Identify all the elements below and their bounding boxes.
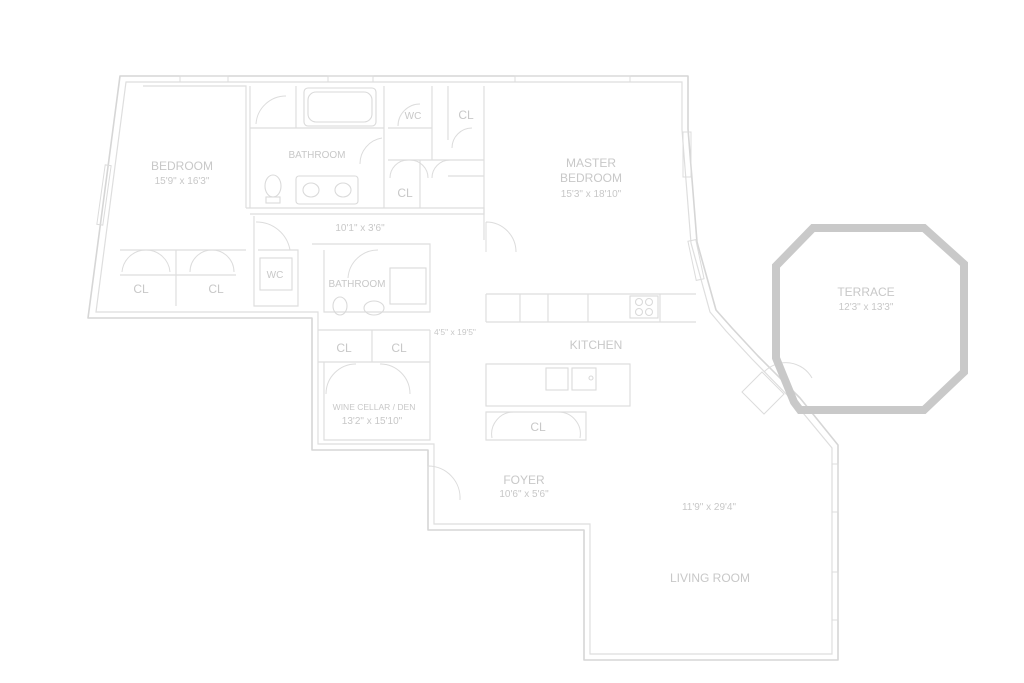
toilet-top	[264, 174, 282, 198]
cl-island-label: CL	[530, 420, 546, 434]
master-dims: 15'3" x 18'10"	[561, 189, 622, 200]
bathtub	[303, 87, 377, 127]
hall-dims: 10'1" x 3'6"	[335, 223, 385, 234]
terrace-label: TERRACE	[837, 285, 894, 299]
cl-vanity-label: CL	[397, 186, 413, 200]
wine-cellar-label: WINE CELLAR / DEN	[333, 402, 416, 412]
windows	[96, 75, 839, 621]
cl-wine-2: CL	[391, 341, 407, 355]
bedroom-label: BEDROOM	[151, 159, 213, 173]
cl-wine-1: CL	[336, 341, 352, 355]
cl-bedroom-1: CL	[133, 282, 149, 296]
exterior-wall	[87, 75, 839, 661]
terrace-outline	[772, 224, 968, 414]
cooktop	[629, 295, 659, 319]
terrace-dims: 12'3" x 13'3"	[839, 302, 894, 313]
bedroom-dims: 15'9" x 16'3"	[155, 176, 210, 187]
kitchen-counter	[485, 293, 696, 323]
cl-top-label: CL	[458, 108, 474, 122]
toilet-mid	[332, 296, 348, 316]
living-dims: 11'9" x 29'4"	[682, 502, 737, 513]
hall-walls	[253, 216, 431, 313]
wc-cl-walls	[388, 86, 485, 240]
bathroom-mid-label: BATHROOM	[328, 279, 385, 290]
master-label-1: MASTER	[566, 156, 616, 170]
bedroom-closet-doors	[121, 249, 235, 273]
living-room-label: LIVING ROOM	[670, 571, 750, 585]
kitchen-label: KITCHEN	[570, 338, 623, 352]
master-label-2: BEDROOM	[560, 171, 622, 185]
cl-bedroom-2: CL	[208, 282, 224, 296]
wc-mid-box	[259, 257, 293, 291]
foyer-dims: 10'6" x 5'6"	[499, 489, 549, 500]
sink-mid	[363, 300, 385, 316]
terrace-door	[741, 362, 813, 415]
wine-cellar-dims: 13'2" x 15'10"	[342, 416, 403, 427]
wc-mid-label: WC	[267, 270, 284, 281]
bathroom-top-walls	[249, 86, 385, 208]
bedroom-walls	[120, 85, 485, 306]
interior-outline	[95, 81, 833, 655]
kitchen-island	[485, 363, 631, 407]
bathroom-top-label: BATHROOM	[288, 150, 345, 161]
foyer-label: FOYER	[503, 473, 545, 487]
wc-top-label: WC	[405, 111, 422, 122]
double-vanity	[295, 175, 359, 205]
hall2-dims: 4'5" x 19'5"	[434, 327, 476, 337]
wine-cellar-walls	[318, 329, 431, 441]
shower	[389, 267, 427, 305]
